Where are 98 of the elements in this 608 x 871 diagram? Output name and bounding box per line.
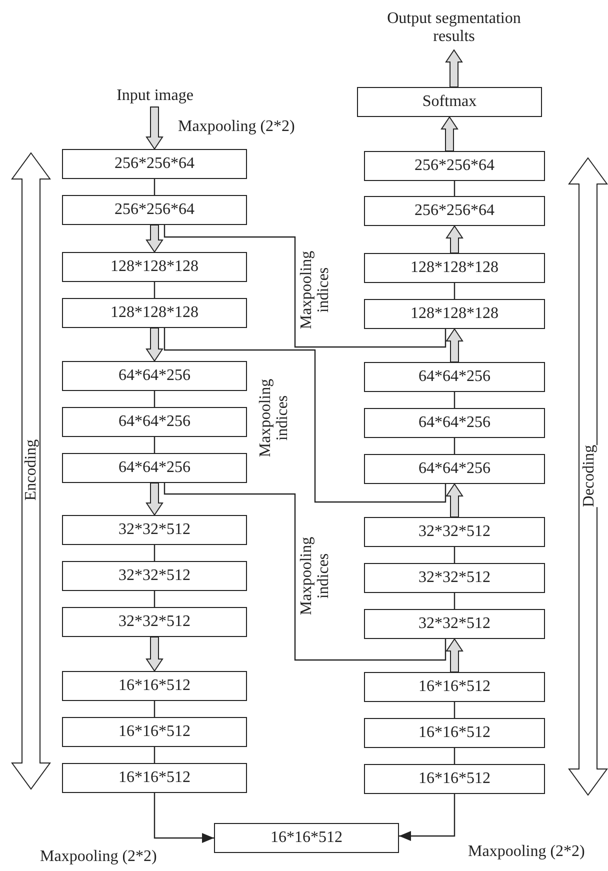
arrow: [399, 794, 456, 841]
connector-line: [454, 181, 456, 196]
layer-box: [62, 561, 247, 591]
layer-label: 64*64*256: [118, 459, 190, 477]
layer-box: [364, 718, 545, 748]
connector-line: [164, 225, 446, 348]
block-arrow: [146, 636, 164, 672]
layer-box: [364, 408, 545, 438]
layer-box: [62, 361, 247, 391]
connector-line: [164, 483, 446, 661]
connector-line: [164, 328, 446, 503]
axis-label: Decoding: [580, 444, 598, 508]
layer-label: 128*128*128: [410, 305, 498, 323]
layer-box: [62, 252, 247, 282]
layer-label: 16*16*512: [418, 724, 490, 742]
layer-box: [62, 763, 247, 793]
connector-line: [454, 702, 456, 718]
operation-label: Maxpooling (2*2): [178, 118, 295, 136]
layer-label: 128*128*128: [410, 259, 498, 277]
layer-label: 32*32*512: [118, 521, 190, 539]
layer-label: 16*16*512: [118, 677, 190, 695]
layer-label: 32*32*512: [118, 567, 190, 585]
text-label: Output segmentation results: [374, 6, 534, 50]
block-arrow: [446, 638, 464, 672]
layer-box: [364, 517, 545, 547]
layer-label: 64*64*256: [118, 413, 190, 431]
connector-line: [454, 392, 456, 408]
layer-label: 16*16*512: [418, 678, 490, 696]
operation-label: Maxpooling (2*2): [468, 843, 585, 861]
layer-box: [364, 151, 545, 181]
layer-box: [364, 196, 545, 226]
block-arrow: [446, 225, 464, 254]
layer-label: 32*32*512: [418, 615, 490, 633]
connector-line: [154, 701, 156, 717]
layer-box: [364, 299, 545, 329]
connector-line: [154, 545, 156, 561]
layer-label: Softmax: [422, 93, 477, 111]
connector-line: [154, 391, 156, 407]
block-arrow: [146, 328, 164, 362]
text-label: Input image: [100, 85, 210, 107]
connector-line: [154, 437, 156, 453]
layer-box: [364, 672, 545, 702]
layer-label: 128*128*128: [110, 304, 198, 322]
layer-box: [62, 149, 247, 179]
layer-box: [214, 823, 399, 853]
connector-line: [154, 282, 156, 298]
connector-line: [454, 748, 456, 764]
layer-label: 64*64*256: [418, 460, 490, 478]
axis-label: Encoding: [22, 439, 40, 501]
layer-box: [357, 87, 542, 117]
layer-box: [62, 298, 247, 328]
layer-label: 16*16*512: [118, 769, 190, 787]
block-arrow: [446, 483, 464, 518]
layer-label: 128*128*128: [110, 258, 198, 276]
connector-line: [154, 747, 156, 763]
edge-label: Maxpooling indices: [298, 250, 332, 330]
layer-box: [364, 362, 545, 392]
layer-box: [62, 515, 247, 545]
layer-label: 256*256*64: [114, 155, 194, 173]
edge-label: Maxpooling indices: [298, 536, 332, 616]
connector-line: [454, 593, 456, 609]
layer-label: 256*256*64: [114, 201, 194, 219]
block-arrow: [445, 49, 463, 88]
layer-label: 64*64*256: [418, 368, 490, 386]
connector-line: [154, 179, 156, 195]
layer-box: [62, 717, 247, 747]
layer-label: 64*64*256: [418, 414, 490, 432]
layer-box: [364, 253, 545, 283]
layer-label: 64*64*256: [118, 367, 190, 385]
layer-label: 16*16*512: [118, 723, 190, 741]
block-arrow: [446, 328, 464, 362]
layer-box: [62, 407, 247, 437]
layer-box: [364, 454, 545, 484]
layer-box: [364, 609, 545, 639]
layer-box: [62, 671, 247, 701]
connector-line: [454, 547, 456, 563]
connector-line: [454, 283, 456, 299]
layer-box: [62, 195, 247, 225]
layer-label: 256*256*64: [414, 157, 494, 175]
block-arrow: [146, 106, 164, 150]
layer-box: [364, 764, 545, 794]
layer-label: 16*16*512: [270, 829, 342, 847]
layer-label: 32*32*512: [418, 523, 490, 541]
layer-box: [62, 453, 247, 483]
edge-label: Maxpooling indices: [257, 378, 291, 458]
layer-label: 256*256*64: [414, 202, 494, 220]
layer-label: 32*32*512: [118, 613, 190, 631]
connector-line: [454, 438, 456, 454]
layer-box: [62, 607, 247, 637]
arrow: [154, 793, 214, 843]
operation-label: Maxpooling (2*2): [40, 848, 157, 866]
block-arrow: [440, 116, 458, 152]
layer-label: 32*32*512: [418, 569, 490, 587]
layer-box: [364, 563, 545, 593]
connector-line: [154, 591, 156, 607]
block-arrow: [146, 224, 164, 253]
layer-label: 16*16*512: [418, 770, 490, 788]
block-arrow: [146, 482, 164, 516]
